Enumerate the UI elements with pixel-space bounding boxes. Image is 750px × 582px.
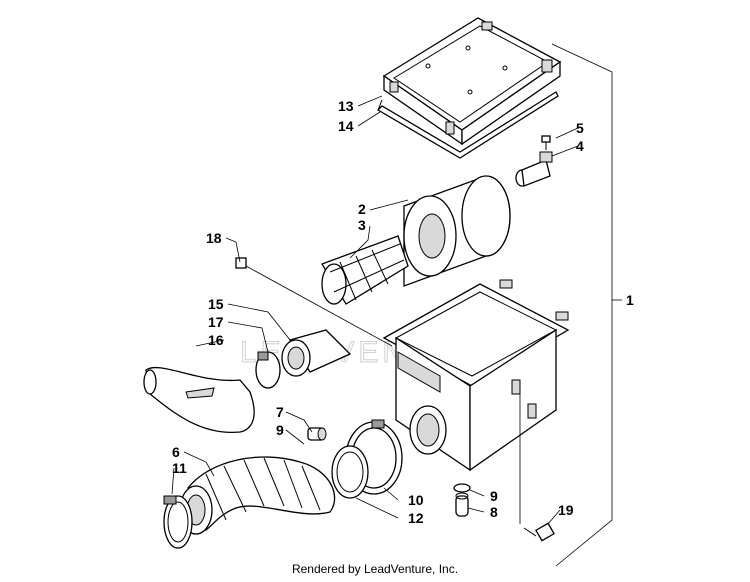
callout-10: 10 <box>408 492 424 508</box>
leader-lines <box>171 95 579 525</box>
clip-9 <box>453 483 471 493</box>
airbox-seal <box>376 91 559 159</box>
bolt-18 <box>235 257 393 347</box>
clamp-11 <box>163 495 193 549</box>
callout-18: 18 <box>206 230 222 246</box>
drain-tube-8 <box>455 492 469 517</box>
footer-credit: Rendered by LeadVenture, Inc. <box>291 562 459 576</box>
callout-2: 2 <box>358 201 366 217</box>
breather-fitting <box>515 151 553 187</box>
callout-9-upper: 9 <box>276 422 284 438</box>
fitting-7 <box>307 427 327 441</box>
screw-5 <box>541 135 551 150</box>
callout-8: 8 <box>490 504 498 520</box>
airbox-body <box>382 279 570 524</box>
callout-17: 17 <box>208 314 224 330</box>
callout-9-lower: 9 <box>490 488 498 504</box>
callout-6: 6 <box>172 444 180 460</box>
clamp-17 <box>255 351 281 389</box>
callout-14: 14 <box>338 118 354 134</box>
bolt-19 <box>523 522 555 542</box>
callout-4: 4 <box>576 138 584 154</box>
filter-cage <box>321 235 409 305</box>
intake-boot <box>281 329 352 377</box>
callout-15: 15 <box>208 296 224 312</box>
callout-19: 19 <box>558 502 574 518</box>
callout-5: 5 <box>576 120 584 136</box>
callout-16: 16 <box>208 332 224 348</box>
rubber-duct <box>179 456 336 535</box>
callout-12: 12 <box>408 510 424 526</box>
intake-tube <box>143 366 255 434</box>
callout-1: 1 <box>626 292 634 308</box>
ring-12 <box>331 445 369 499</box>
callout-13: 13 <box>338 98 354 114</box>
callout-3: 3 <box>358 217 366 233</box>
air-filter <box>403 175 511 287</box>
callout-labels: 1 2 3 4 5 6 7 8 9 9 10 11 12 13 14 15 16… <box>172 98 634 526</box>
callout-11: 11 <box>172 460 187 476</box>
airbox-cover <box>382 17 562 146</box>
assembly-bracket <box>551 43 622 567</box>
callout-7: 7 <box>276 404 284 420</box>
